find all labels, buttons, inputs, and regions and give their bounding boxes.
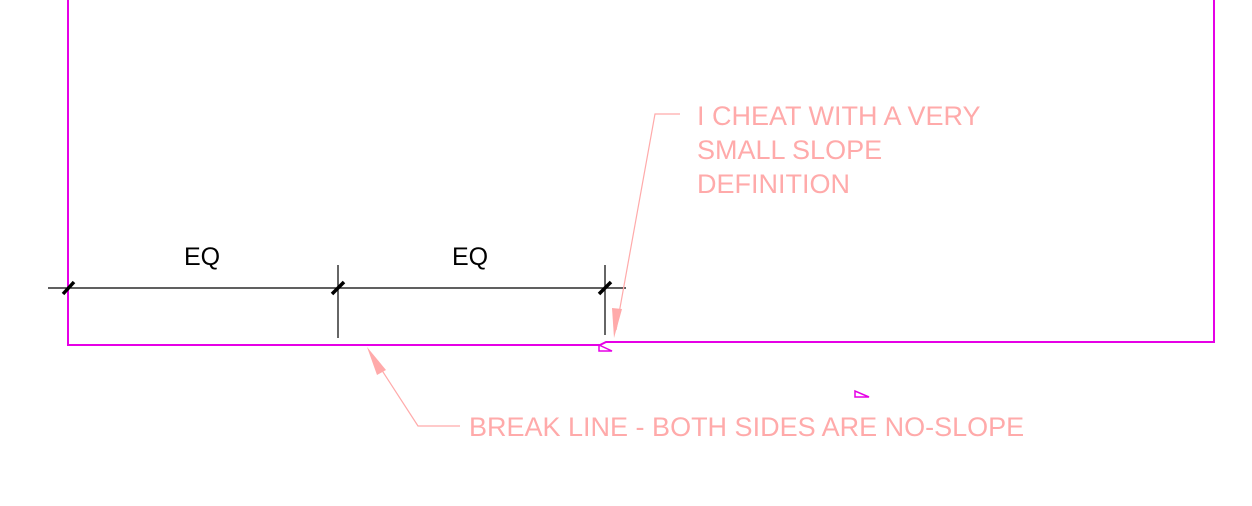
dimension-label-right: EQ xyxy=(452,243,488,271)
slope-note-line-3: DEFINITION xyxy=(697,169,850,199)
dimension-tick xyxy=(597,280,613,296)
slope-note-line-2: SMALL SLOPE xyxy=(697,135,882,165)
slope-note-line-1: I CHEAT WITH A VERY xyxy=(697,101,981,131)
dimension-tick xyxy=(330,280,346,296)
dimension-string xyxy=(48,265,626,338)
slope-arrow-symbol xyxy=(854,389,870,398)
break-line-note: BREAK LINE - BOTH SIDES ARE NO-SLOPE xyxy=(469,412,1024,442)
dimension-tick xyxy=(61,280,76,296)
dimension-label-left: EQ xyxy=(184,243,220,271)
slab-outline xyxy=(67,0,1215,346)
slope-note-leader xyxy=(612,113,680,338)
break-note-leader xyxy=(367,347,460,427)
slope-arrow-symbol xyxy=(598,343,613,352)
left-outline xyxy=(67,0,1215,346)
